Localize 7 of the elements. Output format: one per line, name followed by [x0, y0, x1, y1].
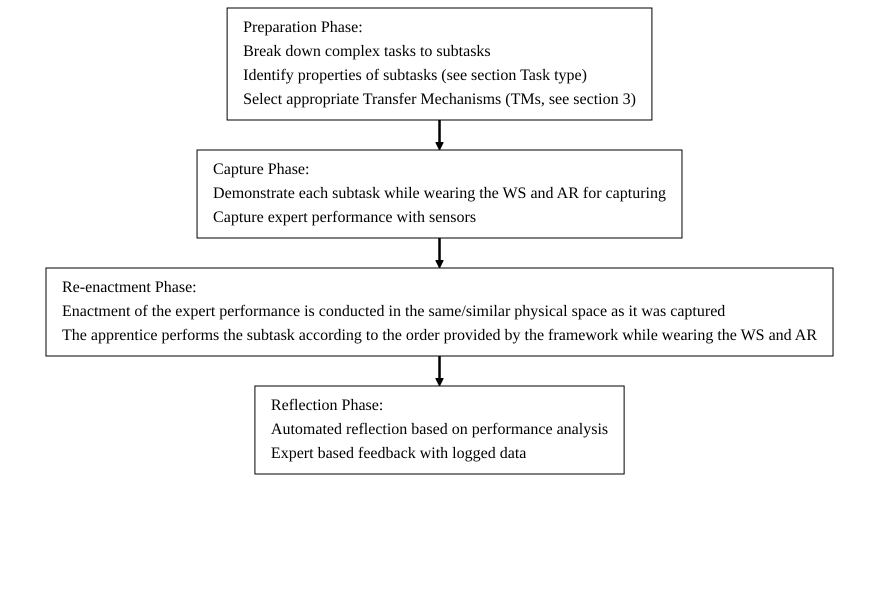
- arrow: [436, 120, 444, 150]
- node-box: Preparation Phase: Break down complex tasks to subtasks Identify properties of subtasks (see section Task type) Select appropriate Transfer Mechanisms (TMs, see section 3): [227, 8, 653, 120]
- node-box: Re-enactment Phase: Enactment of the expert performance is conducted in the same/similar physical space as it was captured The apprentice performs the subtask according to the order provided by the framework while wearing the WS and AR: [46, 268, 834, 356]
- arrow: [436, 356, 444, 386]
- node-box: Reflection Phase: Automated reflection based on performance analysis Expert based feedback with logged data: [254, 386, 626, 474]
- arrow: [436, 238, 444, 268]
- node-box: Capture Phase: Demonstrate each subtask while wearing the WS and AR for capturing Capture expert performance with sensors: [197, 150, 683, 238]
